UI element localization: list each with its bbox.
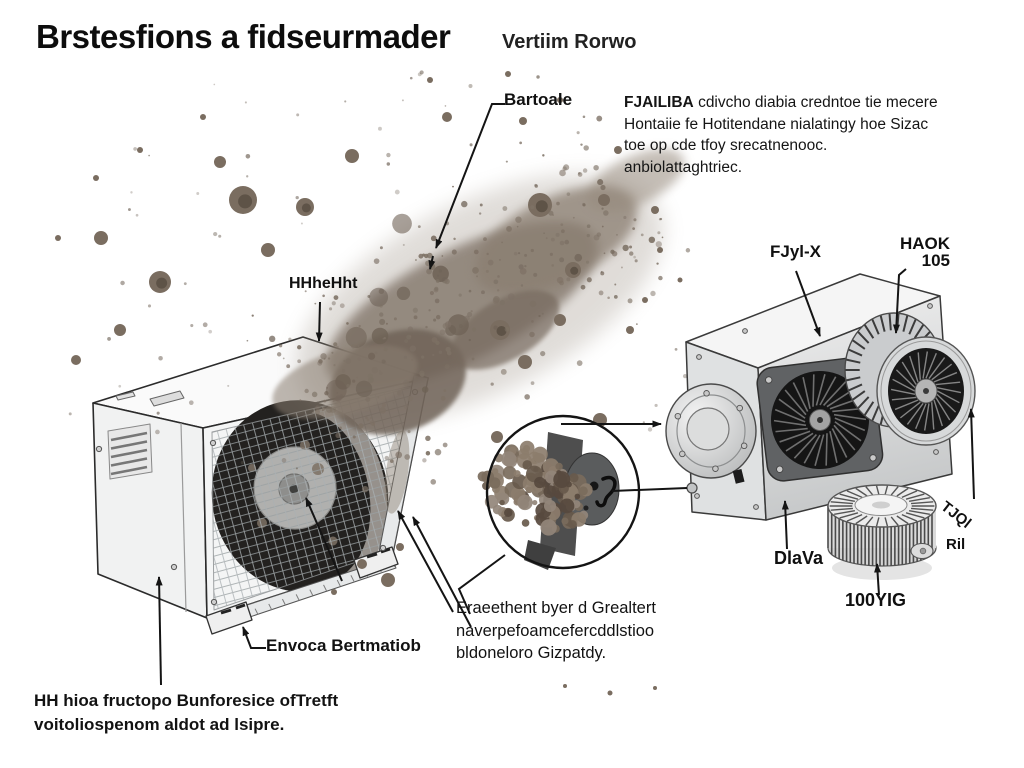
- label-fan-top: HHheHht: [289, 275, 358, 292]
- mounting-foot-right: [353, 546, 399, 579]
- intro-line-1: cdivcho diabia credntoe tie mecere: [698, 94, 938, 111]
- arrow-caption-2: [412, 516, 472, 628]
- leader-rotated: [967, 408, 975, 500]
- top-handle-small: [115, 391, 136, 401]
- detail-circle-outline: [485, 414, 641, 570]
- leader-haok: [892, 268, 907, 334]
- clog-detail-circle: [477, 414, 641, 570]
- label-filter: 100YIG: [845, 590, 907, 610]
- label-ril: Ril: [946, 536, 966, 553]
- arrow-fan-hub: [305, 497, 343, 582]
- leader-filter: [874, 563, 882, 596]
- label-dust: Bartoale: [504, 90, 573, 109]
- intro-line-4: anbiolattaghtriec.: [624, 158, 743, 176]
- caption-clog-line3: bldoneloro Gizpatdy.: [456, 644, 607, 662]
- caption-clog-line1: Eraeethent byer d Grealtert: [456, 599, 656, 617]
- finned-blower-drum: [844, 312, 976, 446]
- caption-bottom: HH hioa fructopo Bunforesice ofTretft vo…: [34, 689, 338, 737]
- label-right-blower: HAOK 105: [876, 235, 950, 269]
- top-handle-large: [149, 390, 185, 407]
- arrow-caption-1: [397, 510, 454, 613]
- caption-bottom-line2: voitoliospenom aldot ad lsipre.: [34, 715, 285, 734]
- right-heat-exchanger: [665, 273, 976, 521]
- leader-base: [242, 626, 266, 649]
- intro-line-2: Hontaiie fe Hotitendane nialatingy hoe S…: [624, 115, 929, 133]
- line-knob-to-bolt: [611, 487, 688, 492]
- label-housing: DlaVa: [774, 548, 824, 568]
- clog-hook: [595, 475, 617, 508]
- intro-paragraph: FJAILIBA cdivcho diabia credntoe tie mec…: [624, 92, 984, 178]
- label-right-blower-line2: 105: [921, 251, 950, 270]
- leader-dust-2: [428, 255, 436, 270]
- leader-dust: [435, 103, 505, 249]
- dust-clogged-roller: [477, 440, 593, 536]
- label-right-blower-line1: HAOK: [899, 234, 950, 253]
- label-right-fan: FJyl-X: [770, 242, 822, 261]
- label-base: Envoca Bertmatiob: [266, 636, 421, 655]
- page-subtitle: Vertiim Rorwo: [502, 31, 637, 53]
- leader-lines: [155, 103, 975, 686]
- leader-housing: [781, 500, 789, 550]
- leader-fan-top: [315, 301, 323, 342]
- leader-right-fan: [795, 270, 821, 337]
- side-bolt: [686, 482, 698, 494]
- mounting-foot-left: [205, 601, 253, 635]
- intro-lead: FJAILIBA: [624, 94, 694, 111]
- caption-clog: Eraeethent byer d Grealtert naverpefoamc…: [456, 597, 656, 665]
- motor-housing: [665, 383, 757, 494]
- page-title: Brstesfions a fidseurmader: [36, 18, 451, 55]
- spare-filter-part: [827, 484, 937, 580]
- intro-line-3: toe op cde tfoy srecatnenooc.: [624, 137, 828, 154]
- left-ac-unit: [92, 336, 429, 635]
- caption-bottom-line1: HH hioa fructopo Bunforesice ofTretft: [34, 691, 339, 710]
- leader-bottom-left: [155, 576, 163, 686]
- leader-circle-caption: [457, 554, 506, 615]
- caption-clog-line2: naverpefoamcefercddlstioo: [456, 621, 655, 640]
